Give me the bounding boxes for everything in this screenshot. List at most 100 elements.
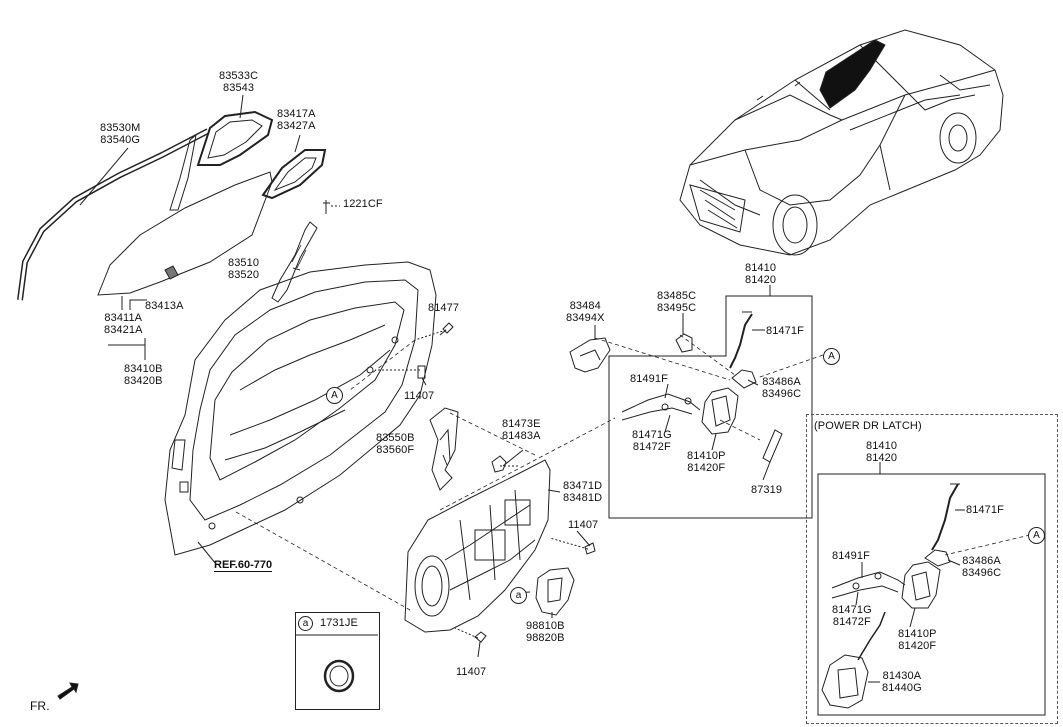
part-number: 81420 bbox=[866, 452, 898, 464]
part-number: 98810B bbox=[526, 620, 565, 632]
part-number: 98820B bbox=[526, 632, 565, 644]
part-number: 83420B bbox=[124, 375, 163, 387]
part-number: 83540G bbox=[100, 134, 141, 146]
part-number: 83495C bbox=[657, 302, 697, 314]
label-seal-87319: 87319 bbox=[751, 484, 782, 496]
window-regulator-rail bbox=[429, 407, 459, 491]
label-rod-pwr: 81471F bbox=[966, 504, 1004, 516]
part-number: 83471D bbox=[563, 480, 603, 492]
label-glass: 83411A 83421A bbox=[104, 312, 143, 336]
plug-1731je bbox=[323, 659, 355, 693]
part-number: 83485C bbox=[657, 290, 697, 302]
seal-87319 bbox=[762, 429, 783, 463]
part-number: 81410P bbox=[898, 628, 937, 640]
striker-83486a-pwr bbox=[924, 549, 951, 567]
label-cable2-top: 81471G 81472F bbox=[632, 429, 672, 453]
door-module-panel bbox=[404, 459, 551, 633]
door-glass bbox=[97, 171, 273, 296]
part-number: 81472F bbox=[632, 441, 671, 453]
part-number: 83530M bbox=[100, 122, 141, 134]
label-cable-top: 81491F bbox=[630, 373, 668, 385]
bolt-11407-middle bbox=[549, 537, 596, 555]
label-actuator-pwr: 81430A 81440G bbox=[882, 670, 922, 694]
label-rod-clip: 83485C 83495C bbox=[657, 290, 696, 314]
label-latch-top: 81410P 81420F bbox=[687, 450, 726, 474]
part-number: 81473E bbox=[502, 418, 541, 430]
handle-bracket-83484 bbox=[569, 337, 611, 373]
part-number: 87319 bbox=[751, 484, 783, 496]
label-glass-run: 83530M 83540G bbox=[100, 122, 140, 146]
screw-1221cf bbox=[323, 200, 340, 214]
part-number: 81471F bbox=[766, 325, 804, 337]
reference-label: REF.60-770 bbox=[214, 559, 273, 572]
label-latch-assy-top: 81410 81420 bbox=[745, 262, 776, 286]
label-rail: 83550B 83560F bbox=[376, 432, 415, 456]
bolt-81477 bbox=[414, 322, 454, 341]
part-number: 83411A bbox=[104, 312, 143, 324]
front-direction-arrow-icon bbox=[57, 682, 79, 700]
part-number: 11407 bbox=[456, 666, 487, 678]
label-quarter-seal: 83417A 83427A bbox=[277, 108, 316, 132]
part-number: 83481D bbox=[563, 492, 603, 504]
front-direction-label: FR. bbox=[30, 699, 50, 713]
part-number: 83410B bbox=[124, 363, 163, 375]
part-number: 81477 bbox=[428, 302, 460, 314]
part-number: 81472F bbox=[832, 616, 871, 628]
part-number: 83494X bbox=[566, 312, 605, 324]
callout-a-plug: a bbox=[298, 616, 313, 631]
label-rod-top: 81471F bbox=[766, 325, 804, 337]
part-number: 83496C bbox=[962, 567, 1002, 579]
part-number: 83496C bbox=[762, 388, 802, 400]
cable-81491f-top bbox=[621, 393, 701, 421]
latch-group-box bbox=[608, 295, 813, 519]
part-number: 83486A bbox=[962, 555, 1001, 567]
quarter-glass-seal bbox=[261, 149, 327, 200]
cable-81491f-pwr bbox=[831, 571, 906, 599]
label-bolt-11407-lower: 11407 bbox=[456, 666, 486, 678]
label-delta-glass: 83533C 83543 bbox=[219, 70, 258, 94]
rod-81471f-top bbox=[729, 311, 753, 369]
part-number: 83427A bbox=[277, 120, 316, 132]
car-illustration bbox=[679, 29, 1004, 256]
label-cable2-pwr: 81471G 81472F bbox=[832, 604, 872, 628]
part-number: 11407 bbox=[404, 390, 435, 402]
part-number: 81420F bbox=[687, 462, 726, 474]
part-number: 81420 bbox=[745, 274, 777, 286]
label-latch-assy-pwr: 81410 81420 bbox=[866, 440, 897, 464]
callout-A-power: A bbox=[1028, 527, 1045, 544]
part-number: 81410 bbox=[866, 440, 898, 452]
regulator-motor bbox=[535, 567, 575, 616]
part-number: 81440G bbox=[882, 682, 922, 694]
power-latch-title: (POWER DR LATCH) bbox=[814, 420, 922, 432]
door-inner-panel bbox=[164, 261, 437, 556]
label-plug: 1731JE bbox=[320, 617, 358, 629]
part-number: 81491F bbox=[630, 373, 668, 385]
part-number: 83533C bbox=[219, 70, 259, 82]
reference-leader bbox=[197, 541, 217, 565]
label-glass-assy: 83410B 83420B bbox=[124, 363, 163, 387]
callout-A-door: A bbox=[326, 387, 343, 404]
part-number: 81430A bbox=[882, 670, 922, 682]
callout-a-module: a bbox=[510, 587, 527, 604]
part-number: 81491F bbox=[832, 550, 870, 562]
part-number: 81420F bbox=[898, 640, 937, 652]
bolt-11407-lower bbox=[454, 627, 487, 643]
part-number: 83417A bbox=[277, 108, 316, 120]
rod-81471f-pwr bbox=[931, 483, 960, 551]
part-number: 1221CF bbox=[343, 198, 383, 210]
label-handle-bracket: 83484 83494X bbox=[566, 300, 605, 324]
label-bolt-11407-middle: 11407 bbox=[568, 519, 598, 531]
latch-81410p-pwr bbox=[901, 561, 941, 609]
label-screw-1221cf: 1221CF bbox=[343, 198, 383, 210]
plug-detail-box bbox=[295, 612, 380, 710]
striker-83486a-top bbox=[731, 369, 757, 389]
part-number: 81471F bbox=[966, 504, 1004, 516]
label-clip-81473e: 81473E 81483A bbox=[502, 418, 541, 442]
label-module: 83471D 83481D bbox=[563, 480, 602, 504]
rod-clip-83485c bbox=[675, 333, 693, 353]
part-number: 81471G bbox=[832, 604, 872, 616]
part-number: 81471G bbox=[632, 429, 672, 441]
part-number: 81410P bbox=[687, 450, 726, 462]
label-motor: 98810B 98820B bbox=[526, 620, 565, 644]
